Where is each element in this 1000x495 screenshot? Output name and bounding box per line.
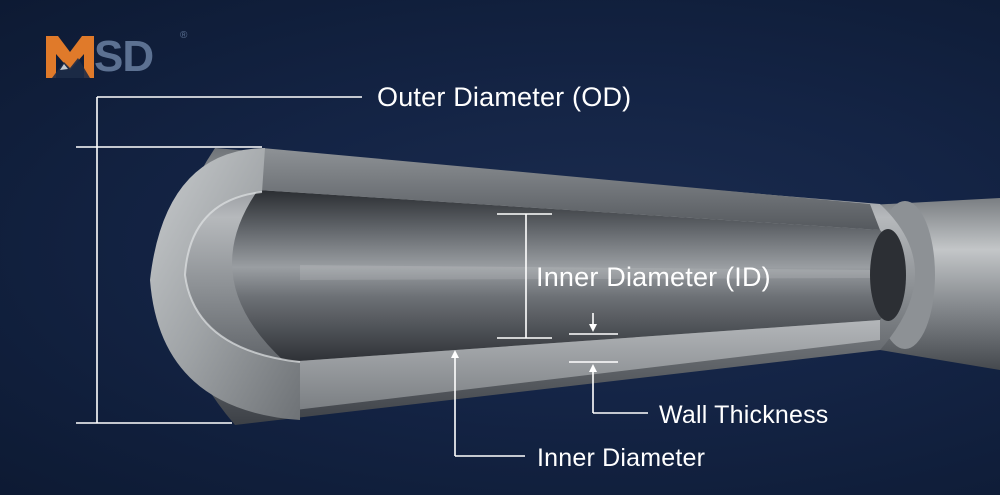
- tube-front-ring: [150, 148, 300, 420]
- logo-text: SD: [94, 32, 154, 81]
- brand-logo: SD ®: [46, 30, 196, 82]
- wall-thickness-label: Wall Thickness: [659, 401, 829, 429]
- tube-inner-bore: [232, 190, 903, 362]
- inner-diameter-arrow-icon: [451, 350, 459, 456]
- outer-diameter-label: Outer Diameter (OD): [377, 82, 632, 112]
- mountain-m-logo-icon: [46, 36, 94, 78]
- logo-registered-mark: ®: [180, 30, 188, 41]
- tube-top-wall: [258, 148, 880, 230]
- arrow-down-icon: [589, 313, 597, 332]
- arrow-up-icon: [589, 364, 597, 413]
- tube-bottom-wall: [285, 320, 880, 410]
- inner-diameter-label: Inner Diameter: [537, 444, 706, 472]
- inner-diameter-id-label: Inner Diameter (ID): [536, 262, 771, 292]
- tube-tail-opening: [870, 229, 906, 321]
- tube-ring-inner-edge: [183, 191, 301, 363]
- bore-highlight: [300, 265, 870, 280]
